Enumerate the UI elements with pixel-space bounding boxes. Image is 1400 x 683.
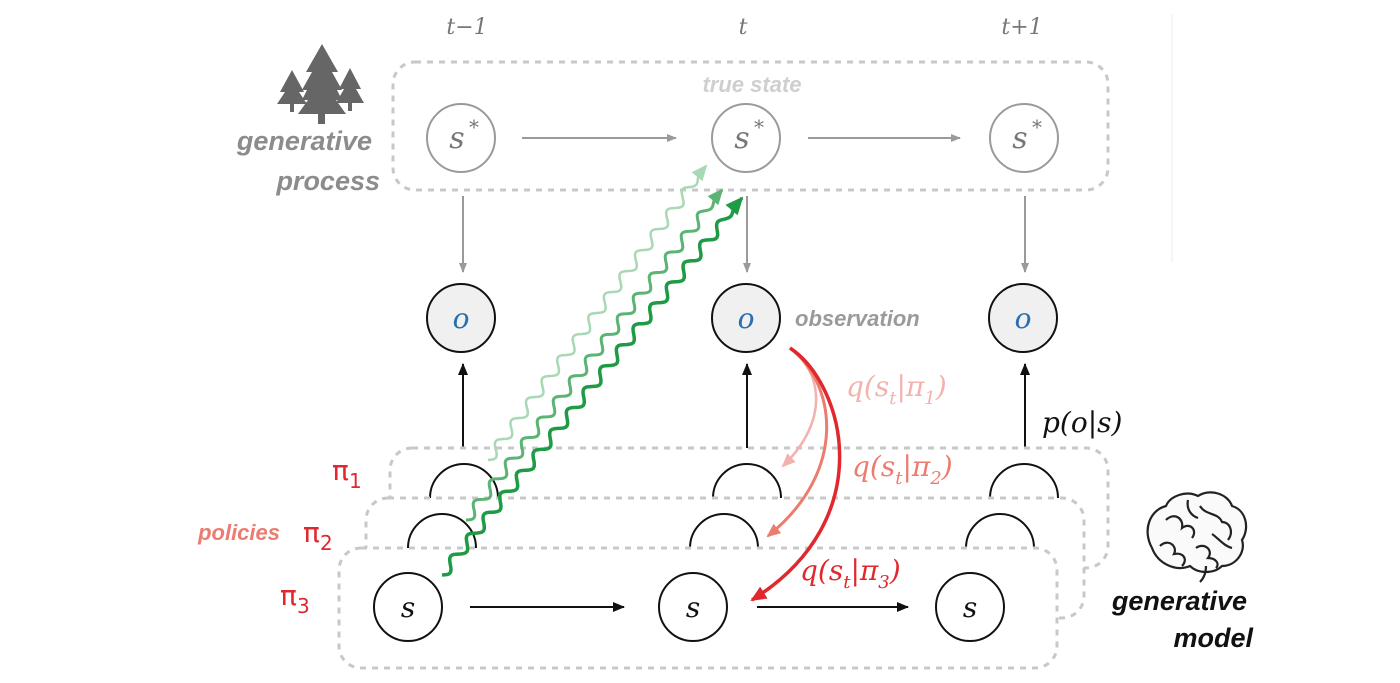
policies-label: policies xyxy=(197,520,280,545)
svg-text:3: 3 xyxy=(297,594,310,618)
svg-text:*: * xyxy=(469,115,479,139)
true-state-node-next: s * xyxy=(989,103,1059,173)
svg-text:s: s xyxy=(686,591,700,624)
svg-text:π: π xyxy=(280,579,297,612)
svg-text:s: s xyxy=(1012,121,1027,156)
action-arrow-1 xyxy=(487,164,708,462)
time-label-next: t+1 xyxy=(1001,15,1042,40)
policy1-node-curr xyxy=(712,463,782,499)
svg-text:π: π xyxy=(303,516,320,549)
action-arrow-2 xyxy=(465,188,724,522)
policy2-node-curr xyxy=(689,513,759,549)
posterior-label-1: q(st|π1) xyxy=(846,370,947,409)
posterior-label-2: q(st|π2) xyxy=(852,450,953,489)
model-title-line2: model xyxy=(1173,623,1253,653)
policy-label-3: π 3 xyxy=(280,579,310,618)
likelihood-label: p(o|s) xyxy=(1042,406,1122,439)
true-state-node-curr: s * xyxy=(711,103,781,173)
action-arrow-3 xyxy=(441,196,744,577)
model-state-node-curr: s xyxy=(658,572,728,642)
svg-text:o: o xyxy=(1015,302,1032,335)
true-state-label: true state xyxy=(702,72,801,97)
time-label-curr: t xyxy=(739,15,748,40)
true-state-box xyxy=(391,60,1110,192)
policy-label-2: π 2 xyxy=(303,516,333,555)
observation-node-prev: o xyxy=(426,283,496,353)
observation-label: observation xyxy=(795,306,920,331)
observation-node-curr: o xyxy=(711,283,781,353)
policy1-node-prev xyxy=(429,463,499,499)
posterior-label-3: q(st|π3) xyxy=(800,554,901,593)
svg-text:π: π xyxy=(332,454,349,487)
brain-icon xyxy=(1146,491,1248,583)
policy-label-1: π 1 xyxy=(332,454,362,493)
posterior-arrow-3 xyxy=(750,346,842,602)
pine-trees-icon xyxy=(277,44,364,124)
true-state-node-prev: s * xyxy=(426,103,496,173)
svg-text:o: o xyxy=(738,302,755,335)
svg-text:1: 1 xyxy=(349,469,362,493)
process-title-line2: process xyxy=(275,166,380,196)
model-title-line1: generative xyxy=(1111,586,1247,616)
svg-text:s: s xyxy=(734,121,749,156)
svg-text:*: * xyxy=(754,115,764,139)
policy1-node-next xyxy=(989,463,1059,499)
policy2-node-next xyxy=(965,513,1035,549)
process-title-line1: generative xyxy=(236,126,372,156)
svg-text:s: s xyxy=(401,591,415,624)
model-state-node-prev: s xyxy=(373,572,443,642)
model-state-node-next: s xyxy=(935,572,1005,642)
svg-text:s: s xyxy=(963,591,977,624)
svg-text:s: s xyxy=(449,121,464,156)
svg-text:o: o xyxy=(453,302,470,335)
observation-node-next: o xyxy=(988,283,1058,353)
svg-text:*: * xyxy=(1032,115,1042,139)
svg-text:2: 2 xyxy=(320,531,333,555)
time-label-prev: t−1 xyxy=(446,15,487,40)
